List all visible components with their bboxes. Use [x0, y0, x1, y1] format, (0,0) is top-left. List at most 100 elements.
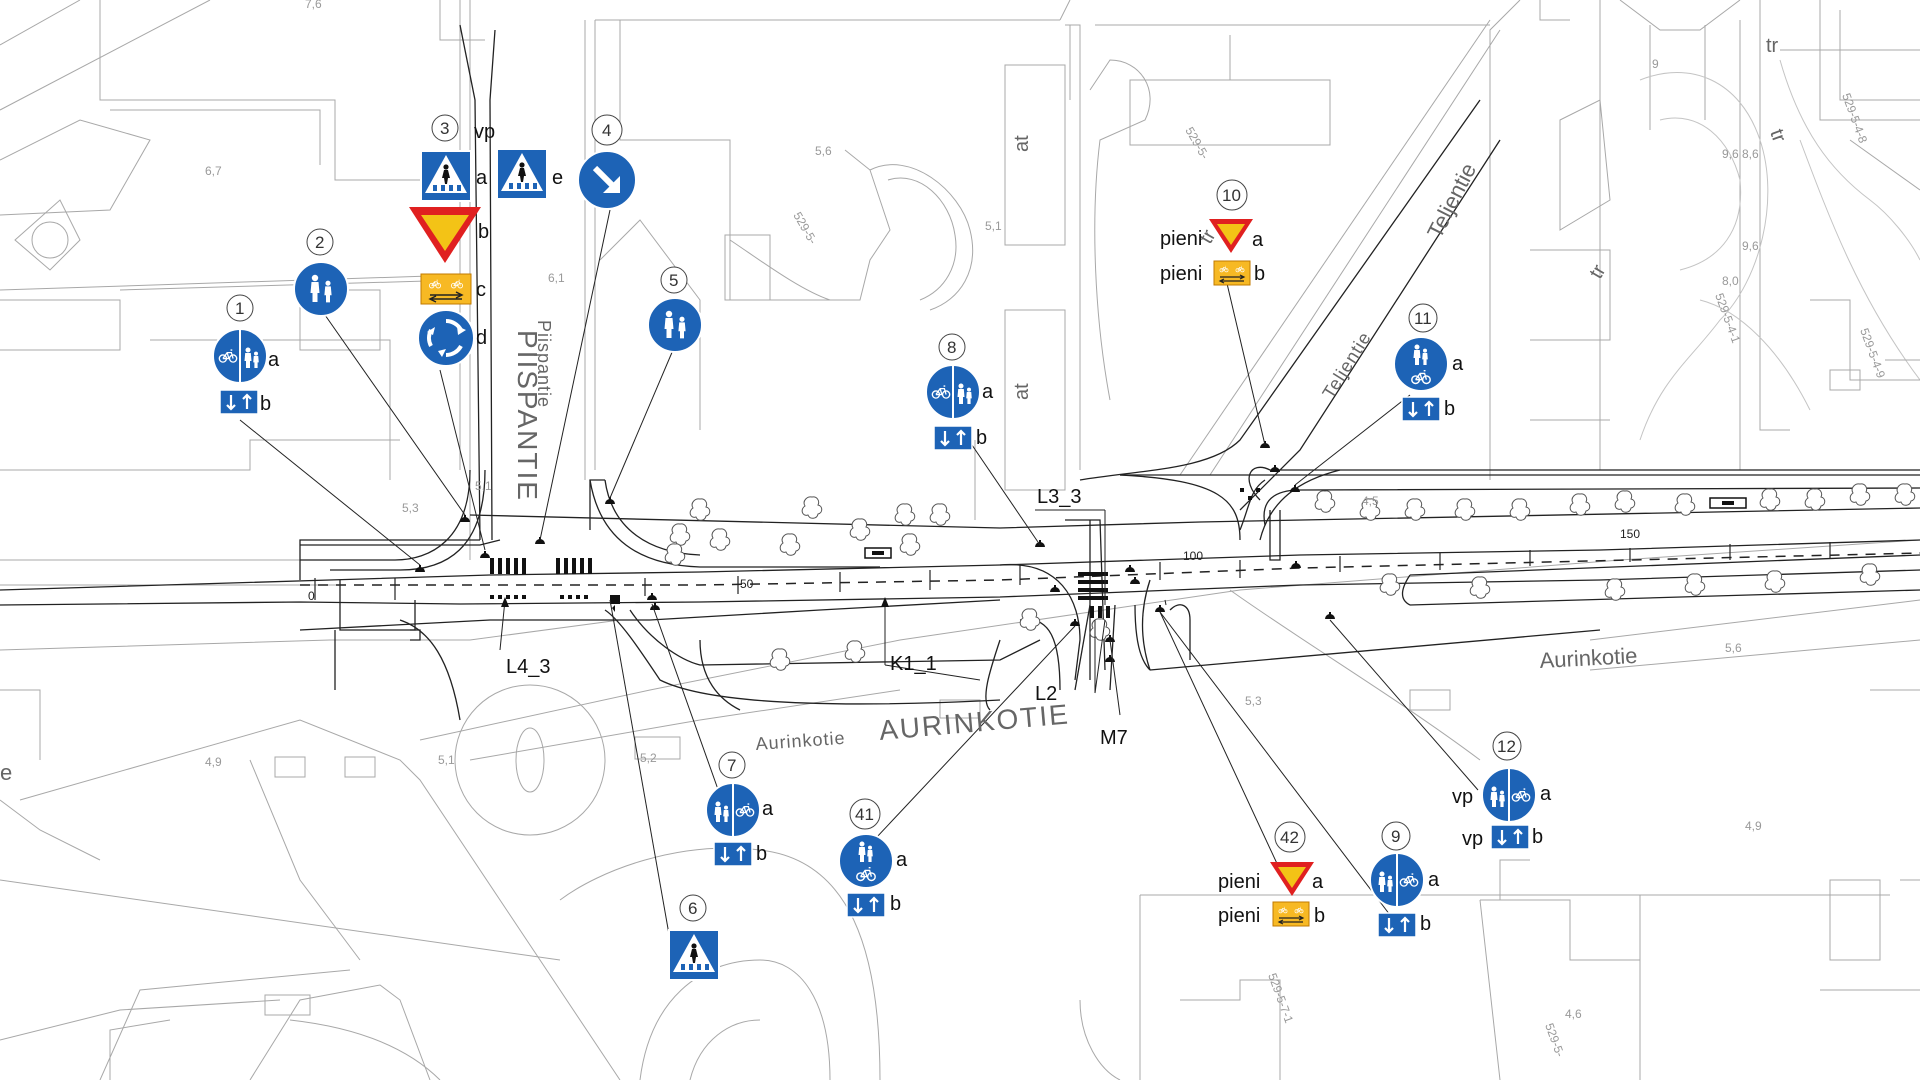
sign-10-small-a-label: pieni — [1160, 228, 1202, 250]
sign-11-a-label: a — [1452, 353, 1464, 375]
cycle-two-way-plate-icon — [1273, 902, 1309, 926]
svg-text:8,0: 8,0 — [1722, 274, 1739, 288]
sign-number-5: 5 — [669, 271, 678, 290]
sign-split-path-icon — [706, 783, 760, 837]
sign-12-b-label: b — [1532, 826, 1543, 848]
svg-text:5,6: 5,6 — [1725, 641, 1742, 655]
sign-split-path-icon — [213, 329, 267, 383]
sign-12-vp-a-label: vp — [1452, 786, 1473, 808]
sign-split-path-icon — [1482, 768, 1536, 822]
svg-text:4,9: 4,9 — [205, 755, 222, 769]
sign-leader-lines — [239, 209, 1479, 941]
street-label-teljentie-lower: Teljentie — [1318, 328, 1375, 402]
roundabout-sign-icon — [416, 308, 476, 368]
sign-41-a-label: a — [896, 849, 908, 871]
svg-text:9,6: 9,6 — [1722, 147, 1739, 161]
keep-right-sign-icon — [578, 151, 636, 209]
sign-group-11: 11 a b — [1394, 303, 1464, 423]
pedestrian-crossings — [490, 488, 1747, 618]
sign-group-10: 10 pieni a pieni b — [1160, 179, 1265, 285]
street-label-piispantie-small: Piispantie — [534, 320, 554, 408]
svg-text:5,3: 5,3 — [402, 501, 419, 515]
chainage-0: 0 — [308, 589, 315, 603]
road-tick-marks — [314, 542, 1831, 600]
svg-text:9,6: 9,6 — [1742, 239, 1759, 253]
street-label-left-edge: e — [0, 760, 12, 785]
direction-plate-icon — [712, 840, 754, 868]
pedestrian-path-icon — [294, 262, 348, 316]
sign-42-small-a-label: pieni — [1218, 871, 1260, 893]
combined-path-icon — [1394, 337, 1448, 391]
sign-group-42: 42 pieni a pieni b — [1218, 821, 1325, 927]
sign-number-4: 4 — [602, 121, 611, 140]
sign-42-b-label: b — [1314, 905, 1325, 927]
svg-text:4,9: 4,9 — [1745, 819, 1762, 833]
sign-3-a-label: a — [476, 167, 488, 189]
direction-plate-icon — [1400, 395, 1442, 423]
direction-plate-icon — [1376, 911, 1418, 939]
street-label-aurinkotie-small: Aurinkotie — [755, 728, 846, 754]
svg-text:8,6: 8,6 — [1742, 147, 1759, 161]
sign-group-3: 3 vp a e b c d — [409, 114, 563, 368]
svg-text:4,6: 4,6 — [1565, 1007, 1582, 1021]
lot-label-4: 529-5- — [1182, 125, 1211, 162]
sign-7-b-label: b — [756, 843, 767, 865]
sign-number-12: 12 — [1497, 737, 1516, 756]
sign-group-1: 1 a b — [213, 294, 280, 416]
sign-group-7: 7 a b — [706, 751, 774, 868]
sign-group-5: 5 — [648, 266, 702, 352]
sign-group-6: 6 — [668, 894, 720, 981]
svg-text:6,1: 6,1 — [548, 271, 565, 285]
building-label-tr-1: tr — [1766, 35, 1779, 57]
sign-3-c-label: c — [476, 279, 486, 301]
sign-12-vp-b-label: vp — [1462, 828, 1483, 850]
sign-8-a-label: a — [982, 381, 994, 403]
sign-3-d-label: d — [476, 327, 487, 349]
marker-l2: L2 — [1035, 683, 1057, 705]
direction-plate-icon — [845, 891, 887, 919]
lot-label-7: 529-5- — [1542, 1021, 1567, 1058]
sign-1-a-label: a — [268, 349, 280, 371]
sign-number-41: 41 — [855, 805, 874, 824]
svg-text:5,3: 5,3 — [1245, 694, 1262, 708]
sign-split-path-icon — [1370, 853, 1424, 907]
sign-10-a-label: a — [1252, 229, 1264, 251]
combined-path-icon — [839, 834, 893, 888]
sign-group-12: 12 vp a vp b — [1452, 731, 1552, 851]
svg-text:5,2: 5,2 — [640, 751, 657, 765]
sign-number-6: 6 — [688, 899, 697, 918]
sign-number-10: 10 — [1222, 186, 1241, 205]
sign-number-42: 42 — [1280, 828, 1299, 847]
street-label-piispantie: PIISPANTIE — [512, 330, 543, 502]
sign-41-b-label: b — [890, 893, 901, 915]
crossing-icon — [668, 929, 720, 981]
chainage-100: 100 — [1183, 549, 1203, 563]
lot-label-6: 529-5-7-1 — [1265, 971, 1296, 1025]
sign-10-b-label: b — [1254, 263, 1265, 285]
lot-label-3: 529-5-4-9 — [1857, 326, 1888, 380]
direction-plate-icon — [932, 424, 974, 452]
marker-arrows — [501, 597, 889, 607]
sign-group-2: 2 — [294, 228, 348, 316]
sign-post-feet — [415, 441, 1335, 662]
svg-text:6,7: 6,7 — [205, 164, 222, 178]
sign-3-b-label: b — [478, 221, 489, 243]
chainage-150: 150 — [1620, 527, 1640, 541]
sign-11-b-label: b — [1444, 398, 1455, 420]
sign-42-small-b-label: pieni — [1218, 905, 1260, 927]
sign-10-small-b-label: pieni — [1160, 263, 1202, 285]
sign-3-e-label: e — [552, 167, 563, 189]
sign-number-8: 8 — [947, 338, 956, 357]
sign-12-a-label: a — [1540, 783, 1552, 805]
sign-number-9: 9 — [1391, 827, 1400, 846]
sign-group-9: 9 a b — [1370, 821, 1440, 939]
svg-text:5,1: 5,1 — [475, 479, 492, 493]
sign-1-b-label: b — [260, 393, 271, 415]
cycle-two-way-plate-icon — [1214, 261, 1250, 285]
sign-3-vp-label: vp — [474, 121, 495, 143]
sign-group-4: 4 — [578, 114, 636, 209]
building-label-at-2: at — [1011, 383, 1033, 400]
street-label-aurinkotie-caps: AURINKOTIE — [878, 698, 1071, 746]
